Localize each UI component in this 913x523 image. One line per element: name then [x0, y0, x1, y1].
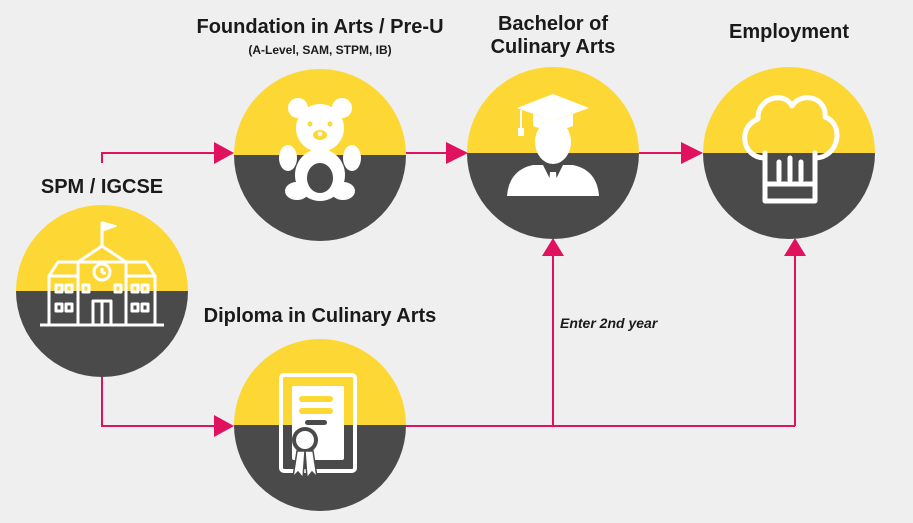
- school-icon: [40, 221, 164, 327]
- arrowhead-bachelor: [446, 142, 468, 164]
- teddy-bear-icon: [279, 98, 361, 201]
- chef-hat-icon: [742, 95, 840, 204]
- arrowhead-employment: [681, 142, 703, 164]
- label-foundation-title: Foundation in Arts / Pre-U: [196, 16, 444, 38]
- connector-spm-foundation: [101, 152, 230, 163]
- label-bachelor-line1: Bachelor of: [497, 13, 609, 35]
- label-bachelor-line2: Culinary Arts: [490, 36, 616, 58]
- arrowhead-employment-up: [784, 238, 806, 256]
- arrowhead-diploma: [214, 415, 234, 437]
- node-employment: [703, 67, 875, 239]
- label-employment: Employment: [728, 21, 850, 43]
- connectors: [101, 152, 796, 427]
- arrowhead-bachelor-up: [542, 238, 564, 256]
- label-diploma: Diploma in Culinary Arts: [203, 305, 437, 327]
- label-spm: SPM / IGCSE: [40, 176, 164, 198]
- arrowheads: [214, 142, 806, 437]
- certificate-icon: [279, 373, 357, 480]
- label-enter-2nd-year: Enter 2nd year: [560, 315, 658, 331]
- arrowhead-foundation: [214, 142, 234, 164]
- connector-spm-diploma: [101, 377, 230, 427]
- graduate-icon: [507, 94, 599, 196]
- label-foundation-subtitle: (A-Level, SAM, STPM, IB): [248, 43, 392, 57]
